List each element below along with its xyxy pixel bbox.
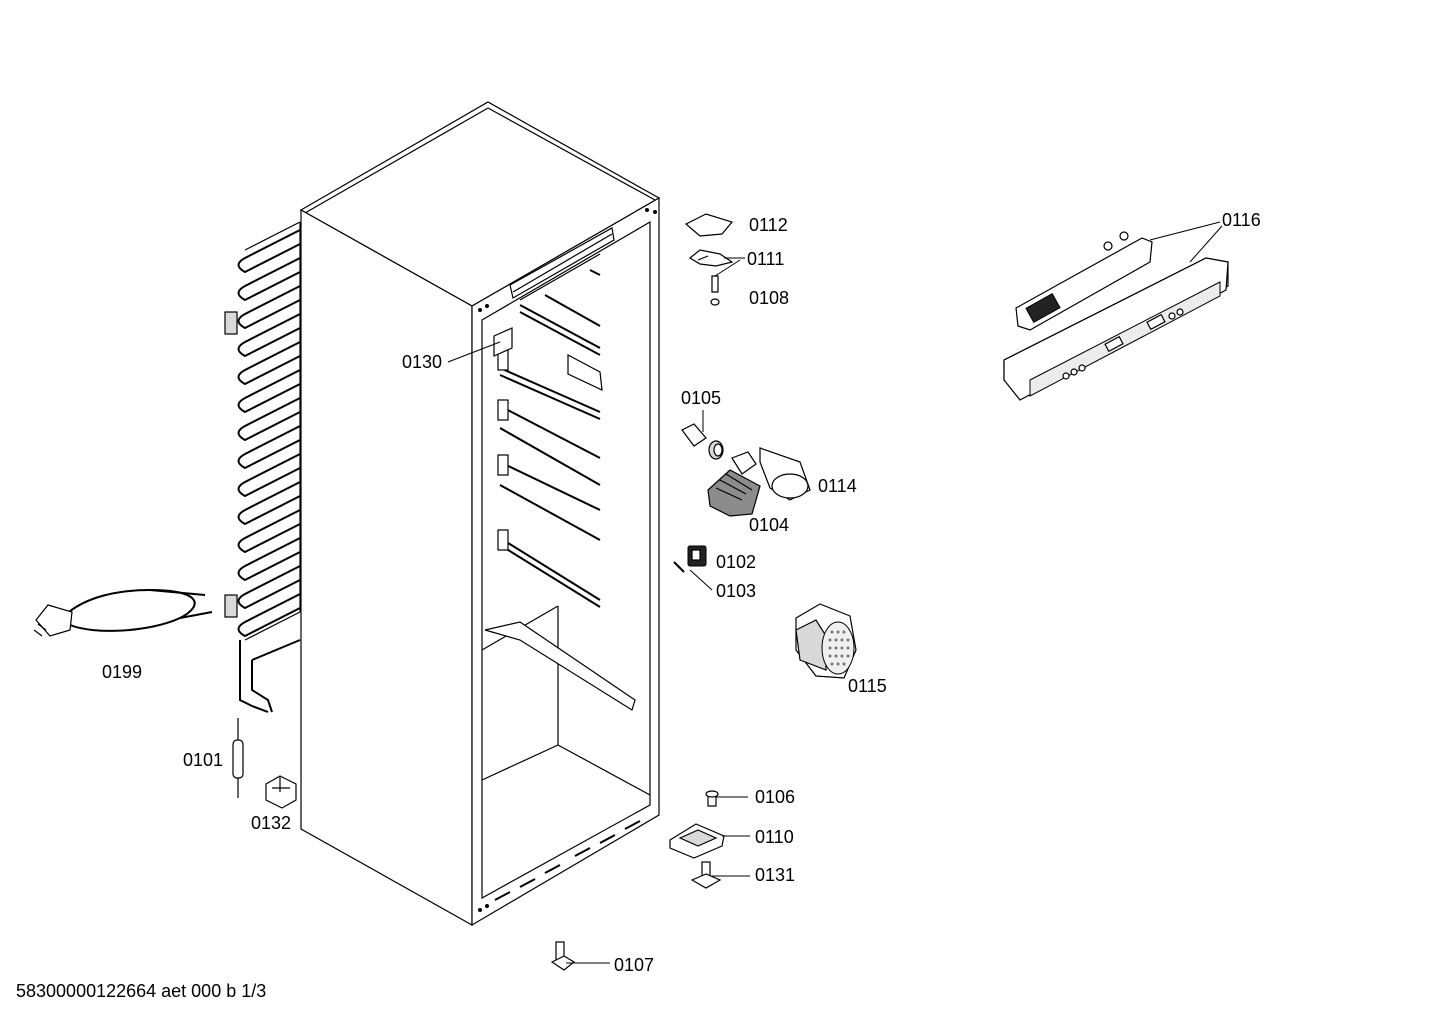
label-0116: 0116	[1222, 210, 1261, 230]
label-0131: 0131	[755, 865, 795, 885]
label-0115: 0115	[848, 676, 887, 696]
lamp-assembly	[681, 423, 811, 517]
document-id: 58300000122664 aet 000 b 1/3	[16, 981, 266, 1001]
label-0108: 0108	[749, 288, 789, 308]
label-0103: 0103	[716, 581, 756, 601]
control-panel	[1003, 231, 1229, 401]
power-cable	[33, 588, 213, 637]
label-0104: 0104	[749, 515, 789, 535]
label-0111: 0111	[747, 249, 784, 269]
cabinet-body	[299, 101, 661, 927]
filter-drier	[232, 718, 244, 798]
shelf-rails	[484, 269, 636, 711]
label-0107: 0107	[614, 955, 654, 975]
label-0112: 0112	[749, 215, 788, 235]
condenser-coil	[224, 221, 301, 713]
part-labels: 0112 0111 0108 0116 0130 0105 0114 0104 …	[16, 210, 1261, 1001]
label-0130: 0130	[402, 352, 442, 372]
label-0199: 0199	[102, 662, 142, 682]
label-0132: 0132	[251, 813, 291, 833]
label-0101: 0101	[183, 750, 223, 770]
switch-parts	[673, 545, 707, 573]
fan-cover	[795, 603, 857, 679]
label-0110: 0110	[755, 827, 794, 847]
label-0102: 0102	[716, 552, 756, 572]
label-0114: 0114	[818, 476, 857, 496]
leader-lines	[447, 221, 1223, 964]
top-hinge-parts	[684, 213, 734, 306]
label-0105: 0105	[681, 388, 721, 408]
label-0106: 0106	[755, 787, 795, 807]
clip-part	[265, 775, 297, 809]
bottom-hinge-parts	[550, 790, 725, 971]
